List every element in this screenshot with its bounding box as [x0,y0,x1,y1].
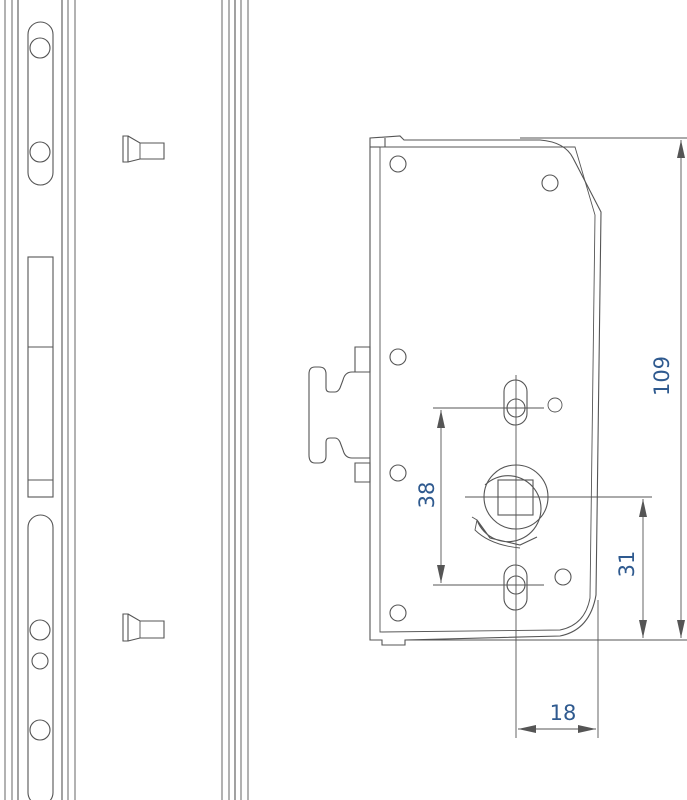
small-hole [547,397,563,413]
slotted-hole-lower [503,564,528,611]
latch-tongue [308,346,371,483]
dimension-18 [515,375,599,738]
faceplate-top-slot [27,21,54,186]
mounting-hole [389,155,407,173]
mounting-hole [541,174,559,192]
faceplate-screw-hole [29,37,51,59]
mounting-hole [389,604,407,622]
faceplate-bottom-slot [27,514,54,800]
dimension-31 [465,496,652,638]
dimension-109 [405,137,687,641]
dimension-38 [433,407,544,586]
dimension-label-18: 18 [550,701,577,725]
latch-bolt [27,256,54,498]
countersunk-screw-top [122,135,165,163]
countersunk-screw-bottom [122,613,165,642]
faceplate-screw-hole [29,719,51,741]
door-profile [221,0,249,800]
mounting-hole [389,348,407,366]
dimension-label-109: 109 [650,356,674,396]
faceplate-screw-hole [29,141,51,163]
spindle-square-hole [497,479,534,516]
dimension-label-31: 31 [615,551,639,578]
mounting-hole [389,464,407,482]
spindle-follower [471,464,549,549]
slotted-hole-upper [503,379,528,426]
faceplate [4,0,76,800]
mounting-hole [554,568,572,586]
faceplate-screw-hole [31,652,49,670]
faceplate-screw-hole [29,619,51,641]
dimension-label-38: 38 [415,482,439,509]
lock-case [308,135,602,646]
